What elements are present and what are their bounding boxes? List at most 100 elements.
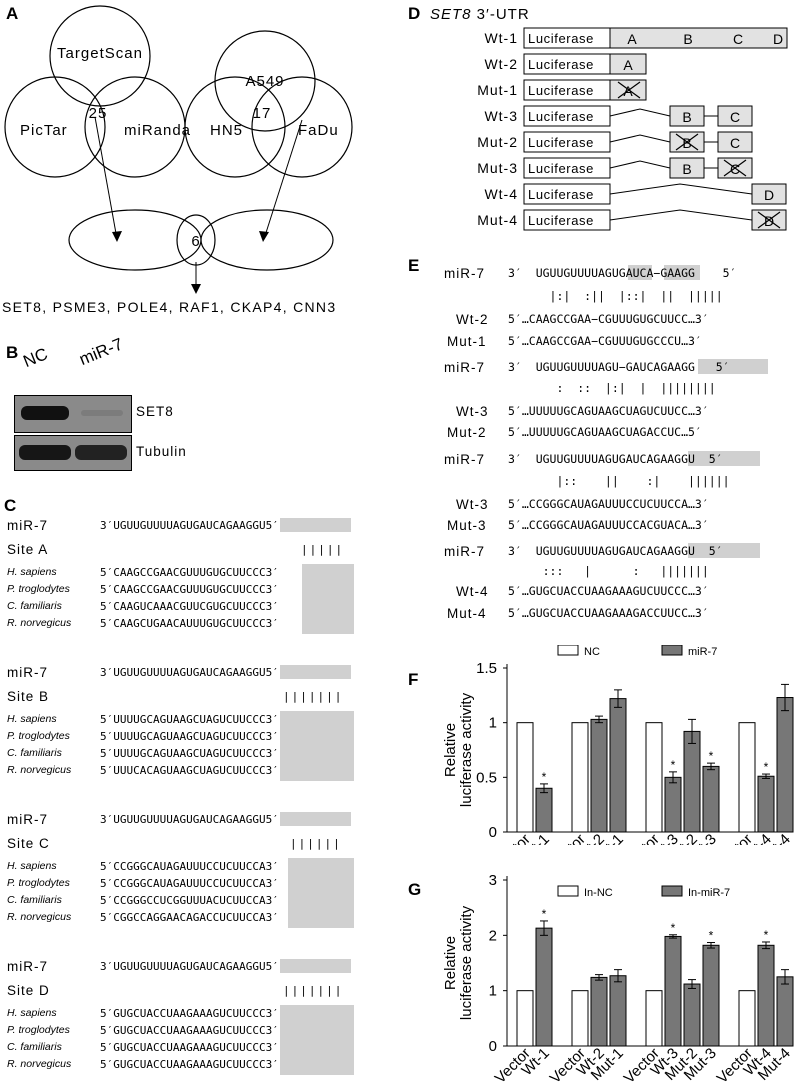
band-label-tubulin: Tubulin: [136, 444, 187, 459]
seq-hs-d: 5′GUGCUACCUAAGAAAGUCUUCCC3′: [100, 1007, 279, 1020]
species-pt-a: P. troglodytes: [7, 583, 70, 595]
species-pt-c: P. troglodytes: [7, 877, 70, 889]
bar: [571, 722, 589, 833]
luciferase-label-mut3: Luciferase: [528, 161, 594, 176]
e-seq-wt4: 5′…GUGCUACCUAAGAAAGUCUUCCC…3′: [508, 584, 709, 598]
e-pairs-2: : :: |:| | ||||||||: [508, 381, 716, 395]
lane-label-mir7: miR-7: [76, 334, 126, 370]
species-pt-b: P. troglodytes: [7, 730, 70, 742]
mir7-seq-a: 3′UGUUGUUUUAGUGAUCAGAAGGU5′: [100, 519, 279, 532]
e-pairs-3: |:: || :| ||||||: [508, 474, 730, 488]
site-c-wt3: C: [730, 109, 740, 125]
bar: [757, 775, 775, 833]
species-hs-b: H. sapiens: [7, 713, 57, 725]
e-row-wt4: Wt-4: [456, 584, 489, 599]
e-row-wt2: Wt-2: [456, 312, 489, 327]
e-seq-mut3: 5′…CCGGGCAUAGAUUUCCACGUACA…3′: [508, 518, 709, 532]
y-tick-label: 0: [489, 824, 497, 841]
panel-label-g: G: [408, 880, 422, 899]
mir7-label-c: miR-7: [7, 812, 48, 827]
venn-circle-fadu: [251, 76, 353, 178]
luciferase-label-wt3: Luciferase: [528, 109, 594, 124]
seq-pt-d: 5′GUGCUACCUAAGAAAGUCUUCCC3′: [100, 1024, 279, 1037]
e-seq-mut1: 5′…CAAGCCGAA−CGUUUGUGCCCU…3′: [508, 334, 702, 348]
legend-swatch: [661, 885, 683, 897]
highlight-e4: [688, 543, 760, 558]
blot-set8: [14, 395, 132, 433]
significance-star: *: [709, 749, 714, 763]
construct-row-wt4: Wt-4: [484, 186, 518, 202]
construct-row-wt3: Wt-3: [484, 108, 518, 124]
site-label-d: Site D: [7, 983, 50, 998]
highlight-mir-c: [280, 812, 351, 826]
bar: [609, 698, 627, 833]
bar: [516, 722, 534, 833]
y-tick-label: 0: [489, 1038, 497, 1055]
site-d-wt4: D: [764, 187, 774, 203]
ylabel-line2: luciferase activity: [458, 905, 475, 1020]
highlight-seqs-c: [288, 858, 354, 928]
construct-diagram: Wt-1 Wt-2 Mut-1 Wt-3 Mut-2 Mut-3 Wt-4 Mu…: [477, 27, 788, 231]
venn-label-miranda: miRanda: [124, 122, 191, 139]
e-mir7-seq-1: 3′ UGUUGUUUUAGUGAUCA−GAAGG 5′: [508, 266, 737, 280]
highlight-e3: [688, 451, 760, 466]
significance-star: *: [764, 760, 769, 774]
bar: [683, 983, 701, 1047]
mir7-seq-b: 3′UGUUGUUUUAGUGAUCAGAAGGU5′: [100, 666, 279, 679]
significance-star: *: [709, 929, 714, 943]
construct-title-rest: 3′-UTR: [471, 6, 530, 23]
highlight-seqs-b: [280, 711, 354, 781]
panel-label-b: B: [6, 343, 19, 362]
luciferase-label-wt1: Luciferase: [528, 31, 594, 46]
bar: [776, 976, 794, 1047]
venn-count-6: 6: [191, 233, 200, 250]
site-label-a: Site A: [7, 542, 49, 557]
site-d-mut4: D: [764, 213, 774, 229]
legend-label: NC: [584, 646, 600, 658]
bar: [702, 944, 720, 1047]
junction-wt4: [609, 183, 753, 195]
species-pt-d: P. troglodytes: [7, 1024, 70, 1036]
bar: [516, 990, 534, 1047]
seq-cf-b: 5′UUUUGCAGUAAGCUAGUCUUCCC3′: [100, 747, 279, 760]
legend-swatch: [661, 645, 683, 656]
arrow-line-right: [263, 119, 303, 240]
bar: [645, 990, 663, 1047]
gene-list: SET8, PSME3, POLE4, RAF1, CKAP4, CNN3: [2, 299, 336, 315]
seq-rn-b: 5′UUUCACAGUAAGCUAGUCUUCCC3′: [100, 764, 279, 777]
highlight-mir-a: [280, 518, 351, 532]
species-cf-c: C. familiaris: [7, 894, 62, 906]
bar: [664, 776, 682, 833]
venn-diagram: TargetScan PicTar miRanda 25 A549 HN5 Fa…: [2, 5, 353, 315]
bar: [571, 990, 589, 1047]
mir7-seq-d: 3′UGUUGUUUUAGUGAUCAGAAGGU5′: [100, 960, 279, 973]
seq-rn-d: 5′GUGCUACCUAAGAAAGUCUUCCC3′: [100, 1058, 279, 1071]
venn-label-pictar: PicTar: [20, 122, 68, 139]
junction-wt3: [609, 108, 671, 117]
panel-label-e: E: [408, 256, 420, 275]
construct-row-wt1: Wt-1: [484, 30, 518, 46]
mir7-label-d: miR-7: [7, 959, 48, 974]
seq-hs-b: 5′UUUUGCAGUAAGCUAGUCUUCCC3′: [100, 713, 279, 726]
highlight-e2: [698, 359, 768, 374]
e-mir7-label-3: miR-7: [444, 452, 485, 467]
band-label-set8: SET8: [136, 404, 174, 419]
panel-label-a: A: [6, 4, 19, 23]
e-seq-wt3a: 5′…UUUUUGCAGUAAGCUAGUCUUCC…3′: [508, 404, 709, 418]
species-hs-d: H. sapiens: [7, 1007, 57, 1019]
highlight-seqs-a: [302, 564, 354, 634]
e-mir7-seq-4: 3′ UGUUGUUUUAGUGAUCAGAAGGU 5′: [508, 544, 723, 558]
highlight-mir-d: [280, 959, 351, 973]
y-tick-label: 1: [489, 983, 497, 1000]
bar: [776, 697, 794, 833]
construct-title: SET8 3′-UTR: [430, 6, 530, 23]
mir7-seq-c: 3′UGUUGUUUUAGUGAUCAGAAGGU5′: [100, 813, 279, 826]
significance-star: *: [542, 770, 547, 784]
venn-label-hn5: HN5: [210, 122, 243, 139]
seq-hs-c: 5′CCGGGCAUAGAUUUCCUCUUCCA3′: [100, 860, 279, 873]
legend-label: In-NC: [584, 887, 613, 899]
venn-label-fadu: FaDu: [298, 122, 339, 139]
e-row-mut4: Mut-4: [447, 606, 487, 621]
